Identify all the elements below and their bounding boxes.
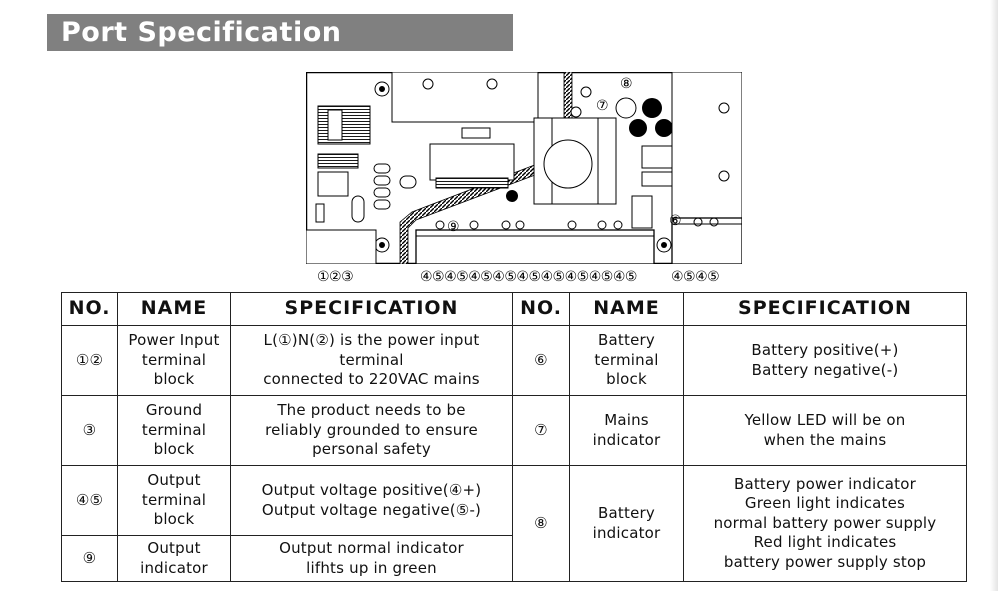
- port-name: Output indicator: [117, 535, 231, 582]
- header-specification: SPECIFICATION: [230, 292, 513, 326]
- callout-output-indicator: ⑨: [447, 219, 460, 235]
- table-row: ③ Ground terminal block The product need…: [61, 395, 967, 466]
- port-name: Battery indicator: [569, 465, 684, 582]
- table-row: ①② Power Input terminal block L(①)N(②) i…: [61, 325, 967, 396]
- port-number: ⑨: [61, 535, 118, 582]
- header-no: NO.: [512, 292, 570, 326]
- callout-battery-indicator: ⑧: [620, 76, 633, 92]
- header-name: NAME: [569, 292, 684, 326]
- port-spec: Yellow LED will be on when the mains: [683, 395, 967, 466]
- port-number: ⑧: [512, 465, 570, 582]
- port-number: ⑥: [512, 325, 570, 396]
- table-row: ④⑤ Output terminal block Output voltage …: [61, 465, 967, 582]
- port-name: Mains indicator: [569, 395, 684, 466]
- callout-input-terminals: ①②③: [317, 269, 354, 285]
- port-spec: Output normal indicator lifhts up in gre…: [230, 535, 513, 582]
- port-name: Ground terminal block: [117, 395, 231, 466]
- port-spec: The product needs to be reliably grounde…: [230, 395, 513, 466]
- header-no: NO.: [61, 292, 118, 326]
- port-spec: Output voltage positive(④+) Output volta…: [230, 465, 513, 536]
- pcb-diagram: [306, 72, 742, 264]
- header-name: NAME: [117, 292, 231, 326]
- header-specification: SPECIFICATION: [683, 292, 967, 326]
- callout-battery-terminal: ⑥: [669, 213, 682, 229]
- table-header-row: NO. NAME SPECIFICATION NO. NAME SPECIFIC…: [61, 292, 967, 326]
- port-spec: Battery positive(+) Battery negative(-): [683, 325, 967, 396]
- port-name: Battery terminal block: [569, 325, 684, 396]
- port-name: Output terminal block: [117, 465, 231, 536]
- port-spec: L(①)N(②) is the power input terminal con…: [230, 325, 513, 396]
- section-title: Port Specification: [47, 14, 513, 51]
- port-spec: Battery power indicator Green light indi…: [683, 465, 967, 582]
- port-spec-table: NO. NAME SPECIFICATION NO. NAME SPECIFIC…: [61, 292, 967, 582]
- callout-mains-indicator: ⑦: [596, 98, 609, 114]
- port-number: ③: [61, 395, 118, 466]
- port-number: ①②: [61, 325, 118, 396]
- table-row: ⑨ Output indicator Output normal indicat…: [61, 535, 967, 582]
- callout-output-terminals: ④⑤④⑤④⑤④⑤④⑤④⑤④⑤④⑤④⑤: [420, 269, 637, 285]
- port-number: ④⑤: [61, 465, 118, 536]
- page-edge-shadow: [990, 0, 998, 591]
- port-name: Power Input terminal block: [117, 325, 231, 396]
- callout-battery-terminals: ④⑤④⑤: [671, 269, 720, 285]
- port-number: ⑦: [512, 395, 570, 466]
